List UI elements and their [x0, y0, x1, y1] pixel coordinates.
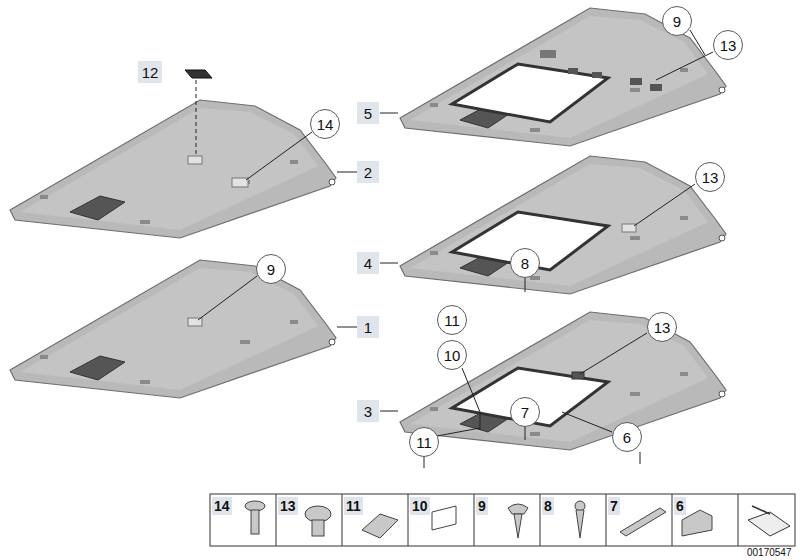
callout-number: 1: [364, 320, 372, 335]
callout-circle: 7: [510, 397, 540, 427]
table-cell-number: 13: [278, 497, 298, 515]
callout-number: 8: [521, 256, 529, 271]
callout-circle: 9: [662, 6, 692, 36]
callout-circle: 9: [256, 254, 286, 284]
drawing-number: 00170547: [747, 548, 792, 558]
callout-number: 10: [444, 348, 461, 363]
table-cell-number: 14: [212, 497, 232, 515]
table-cell-number: 9: [476, 497, 488, 515]
callout-number: 5: [364, 106, 372, 121]
callout-number: 3: [364, 404, 372, 419]
callout-number: 13: [702, 170, 719, 185]
callout-circle: 6: [612, 422, 642, 452]
callout-circle: 8: [510, 248, 540, 278]
callout-number: 9: [267, 262, 275, 277]
callout-circle: 10: [437, 340, 467, 370]
callout-number: 12: [142, 65, 159, 80]
callout-circle: 13: [713, 30, 743, 60]
callout-number: 6: [623, 430, 631, 445]
callout-number: 2: [364, 165, 372, 180]
part-number-box: 3: [357, 400, 379, 422]
part-number-box: 12: [138, 61, 163, 83]
table-cell-number: 7: [608, 497, 620, 515]
part-number-box: 4: [357, 252, 379, 274]
callout-number: 13: [654, 320, 671, 335]
callout-circle: 11: [437, 305, 467, 335]
callout-number: 14: [317, 117, 334, 132]
callout-circle: 14: [310, 109, 340, 139]
callout-circle: 13: [695, 162, 725, 192]
part-number-box: 5: [357, 102, 379, 124]
callout-circle: 13: [647, 312, 677, 342]
table-cell-number: 6: [674, 497, 686, 515]
part-number-box: 1: [357, 316, 379, 338]
callout-number: 4: [364, 256, 372, 271]
callout-number: 13: [720, 38, 737, 53]
table-cell-number: 11: [344, 497, 363, 515]
callout-number: 7: [521, 405, 529, 420]
table-cell-number: 10: [410, 497, 430, 515]
callout-number: 11: [416, 435, 432, 450]
callout-number: 11: [444, 313, 460, 328]
table-cell-number: 8: [542, 497, 554, 515]
callout-number: 9: [673, 14, 681, 29]
part-number-box: 2: [357, 161, 379, 183]
callout-circle: 11: [409, 427, 439, 457]
